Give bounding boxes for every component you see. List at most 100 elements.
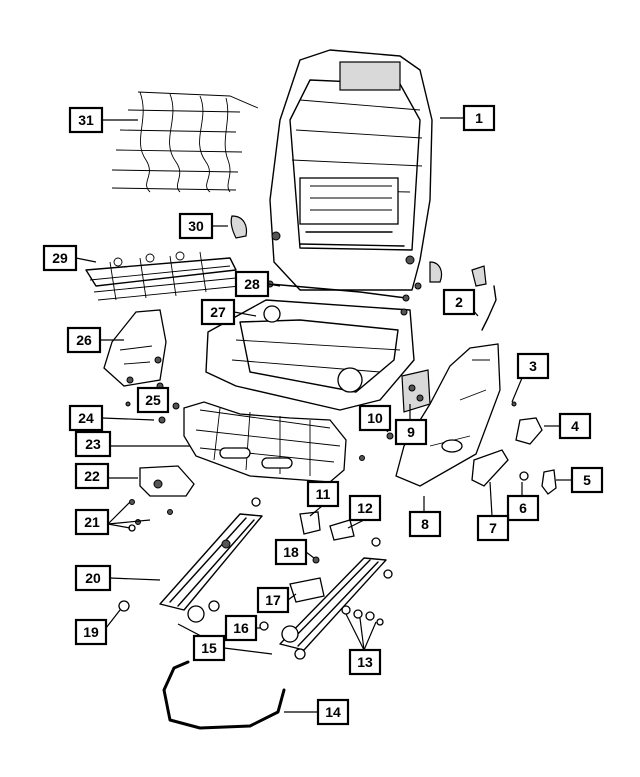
callout-29-label: 29: [52, 250, 68, 266]
callout-23: 23: [74, 430, 112, 458]
part-right-track: [279, 557, 387, 660]
callout-24-label: 24: [78, 410, 94, 426]
part-29-cushion-springs: [85, 251, 241, 301]
callout-12-label: 12: [357, 500, 373, 516]
callout-14: 14: [316, 698, 350, 726]
callout-20: 20: [74, 564, 112, 592]
screw-small: [172, 402, 180, 410]
bolt-e: [371, 537, 381, 547]
bolt-c: [383, 569, 393, 579]
callout-3-label: 3: [529, 358, 537, 374]
part-2-release-lever: [471, 265, 497, 331]
callout-8-label: 8: [421, 516, 429, 532]
callout-10: 10: [358, 404, 392, 432]
callout-8: 8: [408, 510, 442, 538]
callout-26: 26: [66, 326, 102, 354]
callout-19-label: 19: [83, 624, 99, 640]
callout-29: 29: [42, 244, 78, 272]
part-30-knob: [230, 215, 248, 239]
part-4-knob: [515, 417, 543, 445]
callout-15: 15: [192, 634, 226, 662]
callout-5-label: 5: [583, 472, 591, 488]
part-26-side-shield: [103, 309, 167, 387]
part-18-fastener: [312, 556, 320, 564]
part-21-screws: [128, 499, 173, 532]
callout-6-label: 6: [519, 500, 527, 516]
callout-12: 12: [348, 494, 382, 522]
part-22-bracket: [139, 465, 195, 497]
part-7-handle: [471, 449, 509, 487]
callout-30-label: 30: [188, 218, 204, 234]
callout-21: 21: [74, 508, 110, 536]
part-6-fastener: [519, 471, 529, 481]
callout-7-label: 7: [489, 520, 497, 536]
part-14-towel-bar: [162, 660, 286, 730]
callout-11-label: 11: [316, 486, 331, 502]
callout-23-label: 23: [85, 436, 101, 452]
part-24-screw: [158, 416, 166, 424]
fastener-b: [359, 455, 365, 461]
callout-1: 1: [462, 104, 496, 132]
callout-6: 6: [506, 494, 540, 522]
screw-small-2: [125, 401, 131, 407]
part-17-bracket: [289, 577, 325, 603]
callout-9-label: 9: [407, 424, 415, 440]
part-28-rod: [266, 280, 410, 302]
callout-27: 27: [200, 298, 236, 326]
part-9-switch: [401, 369, 431, 413]
callout-16: 16: [224, 614, 258, 642]
callout-31: 31: [68, 106, 104, 134]
callout-15-label: 15: [201, 640, 217, 656]
callout-7: 7: [476, 514, 510, 542]
callout-18-label: 18: [283, 544, 299, 560]
callout-25: 25: [136, 386, 170, 414]
part-5-clip: [541, 469, 557, 495]
callout-26-label: 26: [76, 332, 92, 348]
callout-28-label: 28: [244, 276, 260, 292]
callout-20-label: 20: [85, 570, 101, 586]
part-31-spring-mat: [111, 91, 259, 193]
part-23-cushion-foam: [183, 401, 347, 483]
callout-17: 17: [256, 586, 290, 614]
callout-31-label: 31: [78, 112, 94, 128]
callout-14-label: 14: [325, 704, 341, 720]
callout-3: 3: [516, 352, 550, 380]
part-1-seatback-frame: [269, 49, 433, 291]
part-10-screw: [386, 432, 394, 440]
callout-25-label: 25: [145, 392, 161, 408]
callout-4-label: 4: [571, 418, 579, 434]
callout-10-label: 10: [367, 410, 383, 426]
callout-21-label: 21: [84, 514, 100, 530]
callout-2: 2: [442, 288, 476, 316]
callout-27-label: 27: [210, 304, 226, 320]
part-16-bolt: [259, 621, 269, 631]
part-3-fastener: [511, 401, 517, 407]
callout-13: 13: [348, 648, 382, 676]
callout-9: 9: [394, 418, 428, 446]
callout-13-label: 13: [357, 654, 373, 670]
callout-28: 28: [234, 270, 270, 298]
callout-16-label: 16: [233, 620, 249, 636]
callout-17-label: 17: [265, 592, 281, 608]
callout-19: 19: [74, 618, 108, 646]
part-19-bolt: [118, 600, 130, 612]
callout-5: 5: [570, 466, 604, 494]
callout-11: 11: [306, 480, 340, 508]
callout-22-label: 22: [84, 468, 100, 484]
callout-4: 4: [558, 412, 592, 440]
callout-18: 18: [274, 538, 308, 566]
callout-30: 30: [178, 212, 214, 240]
callout-2-label: 2: [455, 294, 463, 310]
part-8-side-cover: [395, 343, 501, 487]
part-27-cushion-frame: [205, 299, 415, 411]
callout-22: 22: [74, 462, 110, 490]
part-11-bracket: [299, 511, 321, 535]
callout-24: 24: [68, 404, 104, 432]
knob-left: [429, 261, 443, 283]
part-20-left-track: [159, 513, 263, 623]
bolt-d: [251, 497, 261, 507]
part-13-nuts: [341, 605, 384, 626]
callout-1-label: 1: [475, 110, 483, 126]
part-12-bracket: [329, 519, 355, 541]
